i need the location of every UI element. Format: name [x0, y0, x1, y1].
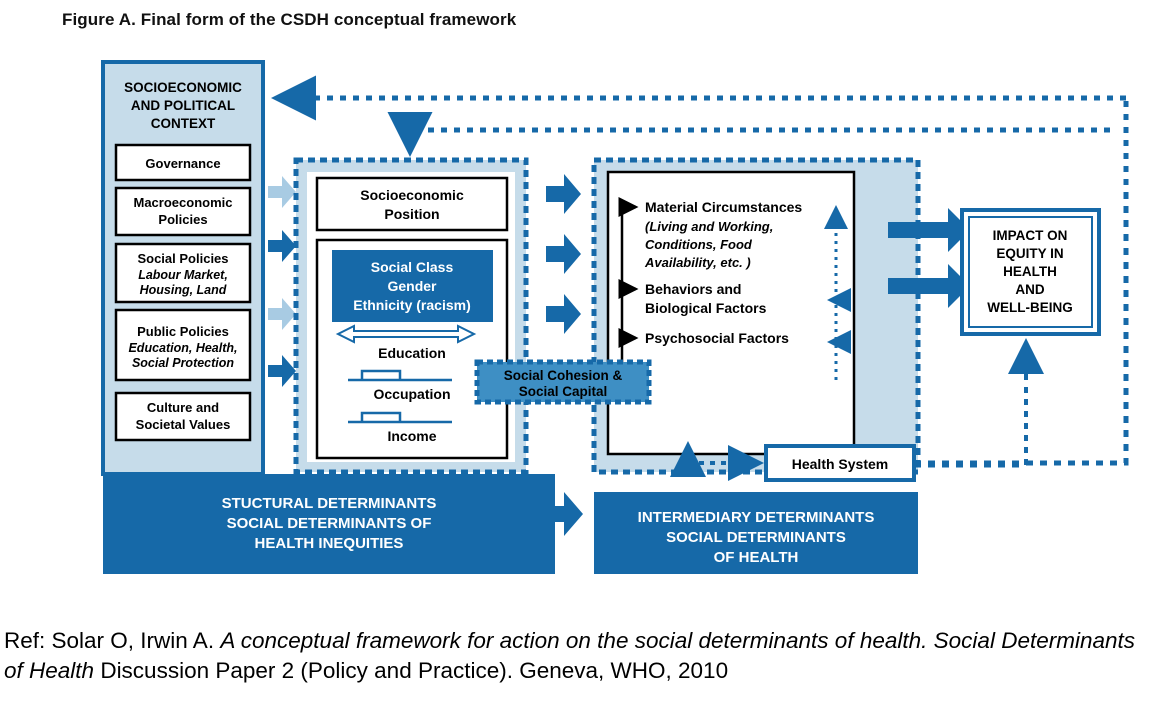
intermediary-to-impact-arrows	[888, 208, 970, 308]
social-class-box[interactable]	[332, 250, 493, 322]
socioeconomic-position-panel: Socioeconomic Position Social Class Gend…	[293, 157, 529, 475]
material-circumstances-sub2: Conditions, Food	[645, 237, 753, 252]
impact-line3: HEALTH	[1003, 264, 1057, 279]
connector-arrow-2-icon	[268, 230, 296, 262]
health-system-box[interactable]: Health System	[764, 444, 916, 482]
factor-behaviors-biological[interactable]: Behaviors and Biological Factors	[645, 281, 767, 316]
context-header-line2: AND POLITICAL	[131, 98, 235, 113]
governance-label: Governance	[145, 156, 220, 171]
macroeconomic-label-1: Macroeconomic	[134, 195, 233, 210]
social-policies-label: Social Policies	[137, 251, 228, 266]
reference-italic2: Social Determinants of Health	[4, 628, 1135, 683]
structural-item-macroeconomic-policies[interactable]: Macroeconomic Policies	[114, 186, 252, 237]
banner-arrow-icon	[546, 492, 583, 536]
social-policies-sub2: Housing, Land	[140, 283, 227, 297]
intermediary-banner-line3: OF HEALTH	[714, 549, 799, 566]
impact-on-equity-box[interactable]: IMPACT ON EQUITY IN HEALTH AND WELL-BEIN…	[960, 208, 1101, 336]
reference-part2: Discussion Paper 2 (Policy and Practice)…	[94, 657, 729, 683]
connector-arrow-1-icon	[268, 176, 296, 208]
bracket-icon-1	[360, 369, 402, 380]
feedback-to-position-line	[387, 112, 1110, 157]
social-policies-sub1: Labour Market,	[138, 268, 228, 282]
reference-italic1: A conceptual framework for action on the…	[220, 628, 928, 653]
intermediary-determinants-banner: INTERMEDIARY DETERMINANTS SOCIAL DETERMI…	[594, 492, 918, 574]
material-circumstances-sub1: (Living and Working,	[645, 219, 773, 234]
cohesion-line2: Social Capital	[519, 384, 608, 399]
page-title: Figure A. Final form of the CSDH concept…	[62, 10, 517, 29]
material-circumstances-title: Material Circumstances	[645, 199, 802, 215]
socioeconomic-political-context-header: SOCIOECONOMIC AND POLITICAL CONTEXT	[124, 80, 242, 131]
factor-material-circumstances[interactable]: Material Circumstances (Living and Worki…	[644, 199, 802, 270]
culture-label-2: Societal Values	[136, 417, 231, 432]
socioeconomic-position-box[interactable]: Socioeconomic Position	[315, 176, 509, 232]
bracket-icon-2	[360, 411, 402, 422]
position-to-intermediary-arrows	[546, 174, 583, 536]
intermediary-banner-line2: SOCIAL DETERMINANTS	[666, 529, 846, 546]
double-arrow-icon	[335, 324, 477, 344]
socioeconomic-position-line2: Position	[384, 206, 439, 222]
socioeconomic-position-line1: Socioeconomic	[360, 187, 464, 203]
factors-box	[606, 170, 856, 456]
factor-psychosocial[interactable]: Psychosocial Factors	[645, 330, 789, 346]
material-circumstances-sub3: Availability, etc. )	[644, 255, 751, 270]
macroeconomic-label-2: Policies	[158, 212, 207, 227]
csdh-framework-diagram: SOCIOECONOMIC AND POLITICAL CONTEXT Gove…	[101, 60, 1129, 574]
reference-citation: Ref: Solar O, Irwin A. A conceptual fram…	[4, 626, 1149, 686]
impact-arrow-2-icon	[888, 264, 970, 308]
intermediary-determinants-panel: Material Circumstances (Living and Worki…	[591, 157, 921, 475]
connector-arrow-3-icon	[268, 298, 296, 330]
public-policies-sub1: Education, Health,	[128, 341, 237, 355]
impact-line1: IMPACT ON	[993, 228, 1068, 243]
structural-banner-line1: STUCTURAL DETERMINANTS	[222, 495, 437, 512]
social-class-gender-ethnicity-group: Social Class Gender Ethnicity (racism) E…	[315, 238, 509, 460]
structural-banner-line2: SOCIAL DETERMINANTS OF	[227, 515, 432, 532]
structural-item-social-policies[interactable]: Social Policies Labour Market, Housing, …	[114, 242, 252, 304]
context-header-line3: CONTEXT	[151, 116, 216, 131]
impact-arrow-1-icon	[888, 208, 970, 252]
structural-item-public-policies[interactable]: Public Policies Education, Health, Socia…	[114, 308, 252, 382]
impact-line4: AND	[1015, 282, 1044, 297]
behaviors-title-2: Biological Factors	[645, 300, 767, 316]
public-policies-sub2: Social Protection	[132, 356, 234, 370]
mid-arrow-3-icon	[546, 294, 581, 334]
structural-item-governance[interactable]: Governance	[114, 143, 252, 182]
health-system-label: Health System	[792, 456, 888, 472]
public-policies-label: Public Policies	[137, 324, 229, 339]
culture-label-1: Culture and	[147, 400, 219, 415]
ladder-label-education: Education	[378, 345, 446, 361]
social-cohesion-social-capital-box[interactable]: Social Cohesion & Social Capital	[474, 359, 652, 405]
structural-determinants-banner: STUCTURAL DETERMINANTS SOCIAL DETERMINAN…	[103, 474, 555, 574]
social-class-line3: Ethnicity (racism)	[353, 297, 470, 313]
impact-line5: WELL-BEING	[987, 300, 1073, 315]
reference-part1: Ref: Solar O, Irwin A.	[4, 628, 221, 653]
connector-arrow-4-icon	[268, 355, 296, 387]
behaviors-title-1: Behaviors and	[645, 281, 741, 297]
psychosocial-title: Psychosocial Factors	[645, 330, 789, 346]
mid-arrow-1-icon	[546, 174, 581, 214]
structural-determinants-column: SOCIOECONOMIC AND POLITICAL CONTEXT Gove…	[101, 60, 265, 476]
ladder-label-occupation: Occupation	[373, 386, 450, 402]
context-header-line1: SOCIOECONOMIC	[124, 80, 242, 95]
top-feedback-loops	[271, 75, 1129, 198]
mid-arrow-2-icon	[546, 234, 581, 274]
cohesion-line1: Social Cohesion &	[504, 368, 623, 383]
structural-to-position-arrows	[268, 176, 296, 387]
structural-item-culture-societal-values[interactable]: Culture and Societal Values	[114, 391, 252, 442]
structural-banner-line3: HEALTH INEQUITIES	[255, 535, 404, 552]
impact-line2: EQUITY IN	[996, 246, 1063, 261]
intermediary-banner-line1: INTERMEDIARY DETERMINANTS	[638, 509, 875, 526]
ladder-label-income: Income	[387, 428, 436, 444]
social-class-line1: Social Class	[371, 259, 454, 275]
social-class-line2: Gender	[387, 278, 437, 294]
